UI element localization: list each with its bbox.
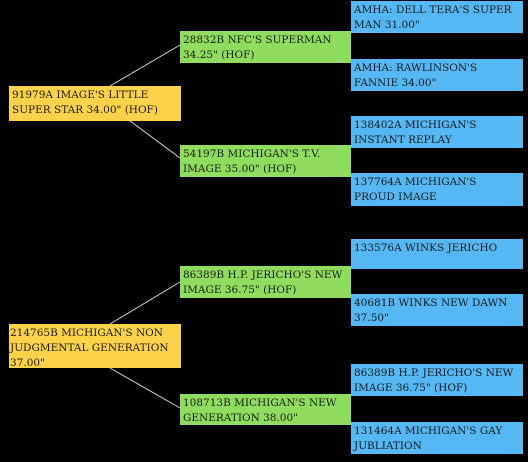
pedigree-grandparent: AMHA: DELL TERA'S SUPER MAN 31.00": [351, 1, 523, 33]
pedigree-sire-1: 91979A IMAGE'S LITTLE SUPER STAR 34.00" …: [9, 86, 181, 121]
pedigree-grandparent: 133576A WINKS JERICHO: [351, 239, 523, 269]
pedigree-grandparent: 86389B H.P. JERICHO'S NEW IMAGE 36.75" (…: [351, 364, 523, 396]
pedigree-sire-2: 214765B MICHIGAN'S NON JUDGMENTAL GENERA…: [9, 324, 181, 368]
pedigree-parent: 108713B MICHIGAN'S NEW GENERATION 38.00": [180, 394, 351, 425]
connector-line: [109, 281, 181, 325]
pedigree-grandparent: 40681B WINKS NEW DAWN 37.50": [351, 294, 523, 326]
pedigree-grandparent: 131464A MICHIGAN'S GAY JUBLIATION: [351, 422, 523, 454]
pedigree-grandparent: AMHA: RAWLINSON'S FANNIE 34.00": [351, 59, 523, 91]
pedigree-parent: 86389B H.P. JERICHO'S NEW IMAGE 36.75" (…: [180, 266, 351, 298]
pedigree-parent: 54197B MICHIGAN'S T.V. IMAGE 35.00" (HOF…: [180, 145, 351, 177]
connector-line: [109, 367, 181, 409]
pedigree-grandparent: 137764A MICHIGAN'S PROUD IMAGE: [351, 173, 523, 206]
pedigree-parent: 28832B NFC'S SUPERMAN 34.25" (HOF): [180, 31, 351, 63]
pedigree-grandparent: 138402A MICHIGAN'S INSTANT REPLAY: [351, 116, 523, 148]
connector-line: [109, 44, 181, 87]
